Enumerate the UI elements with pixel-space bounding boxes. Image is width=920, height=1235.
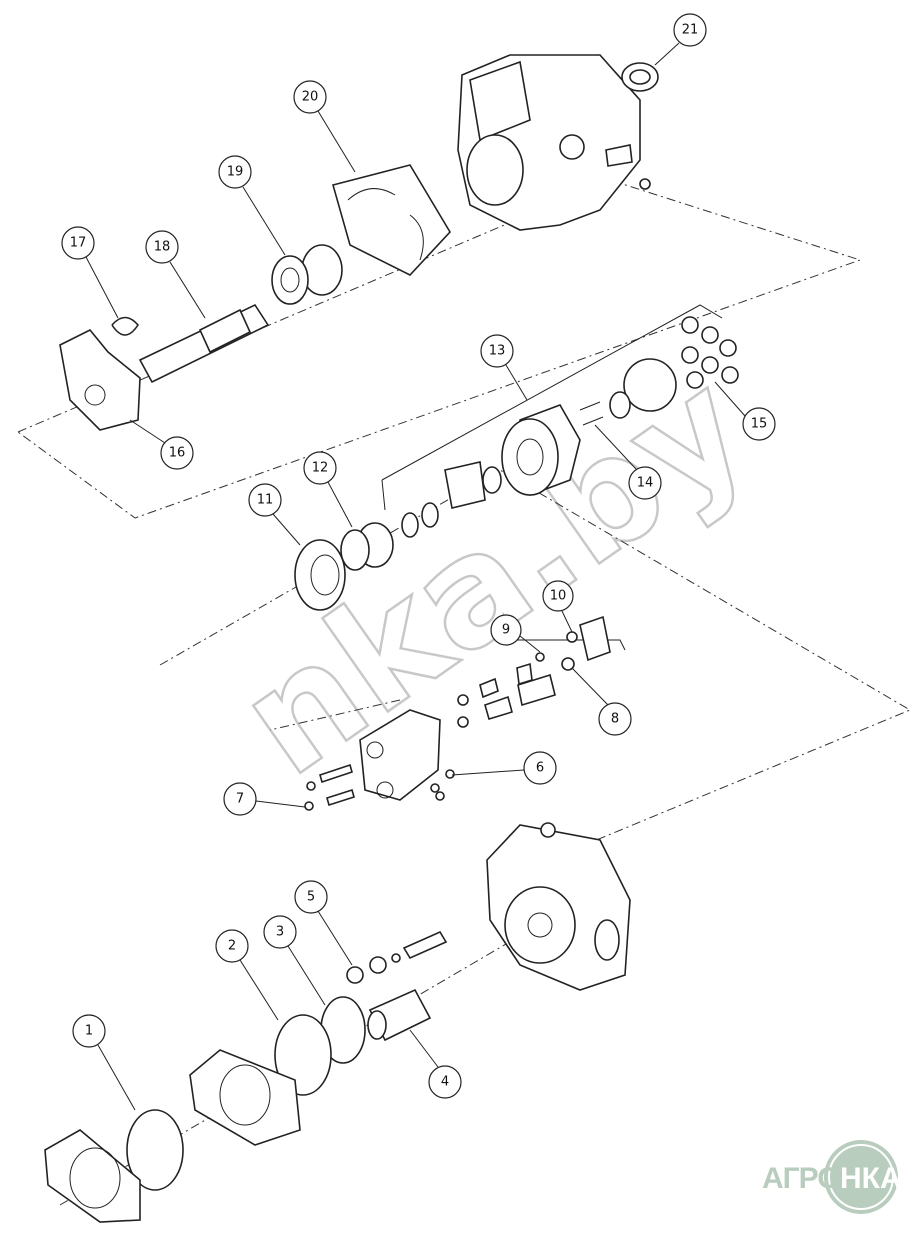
part-15-pistons [623, 316, 739, 412]
bracket-line [381, 304, 723, 511]
callout-18: 18 [145, 230, 179, 264]
callout-5: 5 [294, 880, 328, 914]
callout-12: 12 [303, 451, 337, 485]
part-12-bearing [340, 522, 394, 571]
svg-text:3: 3 [276, 925, 284, 940]
svg-text:19: 19 [227, 165, 244, 180]
callout-3: 3 [263, 915, 297, 949]
callout-15: 15 [742, 407, 776, 441]
svg-text:13: 13 [489, 344, 506, 359]
spring [444, 461, 486, 509]
callout-10: 10 [542, 580, 574, 612]
callout-1: 1 [72, 1014, 106, 1048]
callout-20: 20 [293, 80, 327, 114]
svg-text:21: 21 [682, 23, 699, 38]
part-5-nut [346, 966, 364, 984]
callout-11: 11 [248, 483, 282, 517]
callout-13: 13 [480, 334, 514, 368]
part-2-oring [274, 1014, 332, 1096]
pump-housing [457, 54, 641, 231]
valve-body [359, 709, 441, 801]
callout-8: 8 [598, 702, 632, 736]
gasket [44, 1129, 141, 1223]
callout-6: 6 [523, 751, 557, 785]
part-17-spring [111, 316, 139, 336]
svg-text:2: 2 [228, 939, 236, 954]
logo-text-right: НКА [840, 1162, 902, 1195]
svg-text:7: 7 [236, 792, 244, 807]
part-18-shaft [138, 303, 270, 384]
leader-lines [85, 42, 746, 1111]
svg-text:1: 1 [85, 1024, 93, 1039]
callout-21: 21 [673, 13, 707, 47]
assembly-line-upper [16, 179, 862, 519]
svg-text:20: 20 [302, 90, 319, 105]
svg-text:11: 11 [257, 493, 274, 508]
logo-text-left: АГРО [762, 1162, 841, 1195]
part-13-cylinder-block [501, 404, 581, 497]
svg-text:10: 10 [550, 589, 567, 604]
callout-7: 7 [223, 782, 257, 816]
svg-text:8: 8 [611, 712, 619, 727]
valve-housing [486, 822, 631, 991]
svg-text:9: 9 [502, 623, 510, 638]
svg-text:18: 18 [154, 240, 171, 255]
callout-4: 4 [428, 1065, 462, 1099]
part-20-plate [332, 164, 451, 276]
svg-text:5: 5 [307, 890, 315, 905]
svg-text:17: 17 [70, 236, 87, 251]
callout-16: 16 [160, 436, 194, 470]
end-cover [189, 1049, 301, 1146]
svg-text:14: 14 [637, 476, 654, 491]
callout-17: 17 [61, 226, 95, 260]
svg-text:16: 16 [169, 446, 186, 461]
svg-text:12: 12 [312, 461, 329, 476]
part-1-oring [126, 1109, 184, 1191]
agronka-logo: АГРО НКА [762, 1140, 912, 1220]
part-11-port-plate [294, 539, 346, 611]
bracket-line-2 [500, 639, 626, 651]
callout-2: 2 [215, 929, 249, 963]
callout-9: 9 [490, 614, 522, 646]
part-spring-lower [402, 930, 448, 960]
part-16-swashplate [59, 328, 141, 431]
callout-19: 19 [218, 155, 252, 189]
valve-parts [304, 615, 611, 811]
part-19-bearing [271, 244, 343, 305]
svg-text:4: 4 [441, 1075, 449, 1090]
svg-text:6: 6 [536, 761, 544, 776]
callout-14: 14 [628, 466, 662, 500]
svg-text:15: 15 [751, 417, 768, 432]
